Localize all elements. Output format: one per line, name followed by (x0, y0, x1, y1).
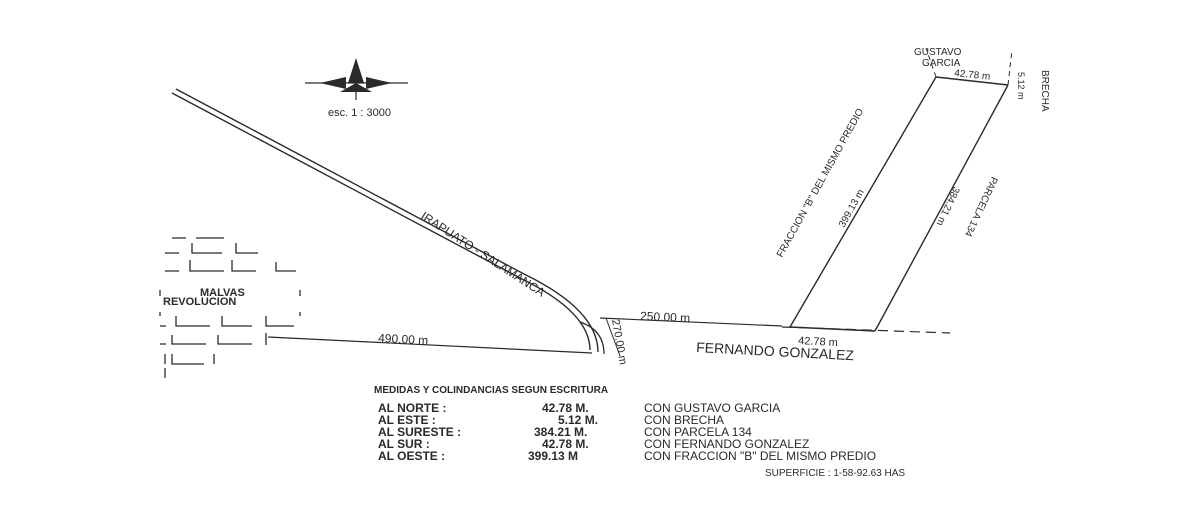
legend-val-south: 42.78 M. (542, 437, 589, 451)
legend-dir-south: AL SUR : (378, 437, 430, 451)
dim-270: 270.00 m (609, 318, 629, 365)
north-arrow-icon (305, 58, 408, 100)
highway-irapuato-salamanca (171, 88, 605, 355)
neighborhood-label-1: MALVAS (200, 287, 245, 299)
legend-title: MEDIDAS Y COLINDANCIAS SEGUN ESCRITURA (374, 385, 608, 396)
legend-desc-southeast: CON PARCELA 134 (644, 425, 752, 439)
road-label: IRAPUATO - SALAMANCA (418, 209, 547, 300)
legend-desc-north: CON GUSTAVO GARCIA (644, 401, 780, 415)
dim-512: 5.12 m (1016, 72, 1026, 100)
legend-dir-west: AL OESTE : (378, 449, 445, 463)
parcel-polygon (789, 47, 1013, 332)
dim-line-250 (599, 317, 783, 327)
scale-label: esc. 1 : 3000 (328, 107, 391, 119)
southeast-neighbor: PARCELA 134 (962, 175, 1000, 239)
dim-490: 490.00 m (378, 331, 429, 347)
dim-line-270 (605, 317, 621, 357)
legend-val-east: 5.12 M. (558, 413, 598, 427)
dim-42-bottom: 42.78 m (798, 335, 838, 349)
legend-desc-south: CON FERNANDO GONZALEZ (644, 437, 809, 451)
west-neighbor: FRACCION "B" DEL MISMO PREDIO (775, 107, 866, 260)
legend-val-southeast: 384.21 M. (534, 425, 587, 439)
legend-dir-east: AL ESTE : (378, 413, 436, 427)
legend-dir-southeast: AL SURESTE : (378, 425, 461, 439)
east-neighbor: BRECHA (1039, 70, 1050, 112)
north-neighbor-line-1: GUSTAVO (914, 47, 962, 58)
legend-desc-east: CON BRECHA (644, 413, 724, 427)
boundaries-legend: MEDIDAS Y COLINDANCIAS SEGUN ESCRITURA A… (374, 385, 876, 463)
dim-384: 384.21 m (934, 185, 962, 227)
neighborhood-label-2: REVOLUCION (163, 296, 236, 308)
north-neighbor-line-2: GARCIA (922, 58, 961, 69)
dim-line-490 (267, 336, 593, 354)
neighborhood-blocks (159, 237, 301, 378)
legend-val-north: 42.78 M. (542, 401, 589, 415)
dim-250: 250.00 m (640, 309, 691, 325)
dim-399: 399.13 m (837, 188, 867, 230)
legend-desc-west: CON FRACCION "B" DEL MISMO PREDIO (644, 449, 876, 463)
legend-val-west: 399.13 M (528, 449, 578, 463)
area-label: SUPERFICIE : 1-58-92.63 HAS (765, 468, 905, 479)
legend-dir-north: AL NORTE : (378, 401, 446, 415)
dim-42-top: 42.78 m (954, 68, 991, 83)
